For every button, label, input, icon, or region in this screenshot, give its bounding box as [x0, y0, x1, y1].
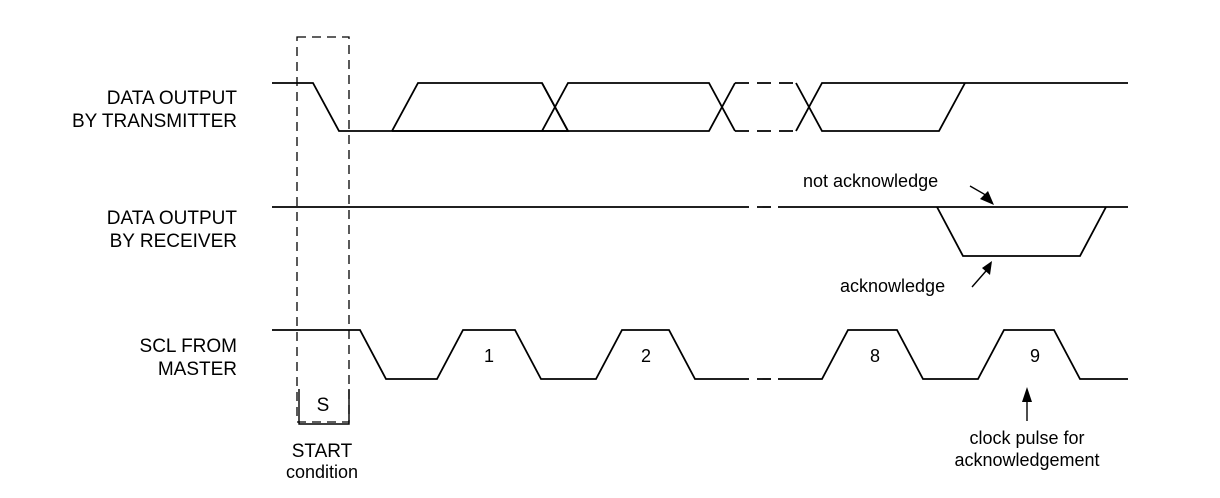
start-condition-window	[296, 36, 350, 423]
transmitter-signal-label: DATA OUTPUT BY TRANSMITTER	[72, 88, 237, 132]
start-symbol: S	[317, 395, 330, 416]
clock-pulse-8: 8	[870, 346, 880, 366]
svg-text:SCL FROM: SCL FROM	[140, 336, 237, 357]
clock-pulse-9: 9	[1030, 346, 1040, 366]
svg-text:BY RECEIVER: BY RECEIVER	[110, 231, 237, 252]
scl-waveform	[272, 329, 1128, 380]
start-bracket	[298, 389, 350, 425]
not-acknowledge-arrowhead	[980, 191, 994, 205]
start-sublabel: condition	[286, 462, 358, 482]
svg-text:DATA OUTPUT: DATA OUTPUT	[107, 208, 238, 229]
receiver-waveform	[272, 206, 1128, 257]
scl-signal-label: SCL FROM MASTER	[140, 336, 237, 380]
clock-note-arrowhead	[1022, 387, 1032, 402]
receiver-signal-label: DATA OUTPUT BY RECEIVER	[107, 208, 238, 252]
svg-text:DATA OUTPUT: DATA OUTPUT	[107, 88, 238, 109]
transmitter-waveform	[272, 82, 1128, 132]
clock-pulse-1: 1	[484, 346, 494, 366]
clock-note-line2: acknowledgement	[954, 450, 1099, 470]
acknowledge-arrow	[971, 270, 987, 288]
svg-text:BY TRANSMITTER: BY TRANSMITTER	[72, 111, 237, 132]
clock-note-line1: clock pulse for	[969, 428, 1084, 448]
acknowledge-arrowhead	[982, 261, 992, 275]
svg-text:MASTER: MASTER	[158, 359, 237, 380]
clock-pulse-2: 2	[641, 346, 651, 366]
start-label: START	[292, 441, 353, 462]
not-acknowledge-label: not acknowledge	[803, 171, 938, 191]
acknowledge-label: acknowledge	[840, 276, 945, 296]
